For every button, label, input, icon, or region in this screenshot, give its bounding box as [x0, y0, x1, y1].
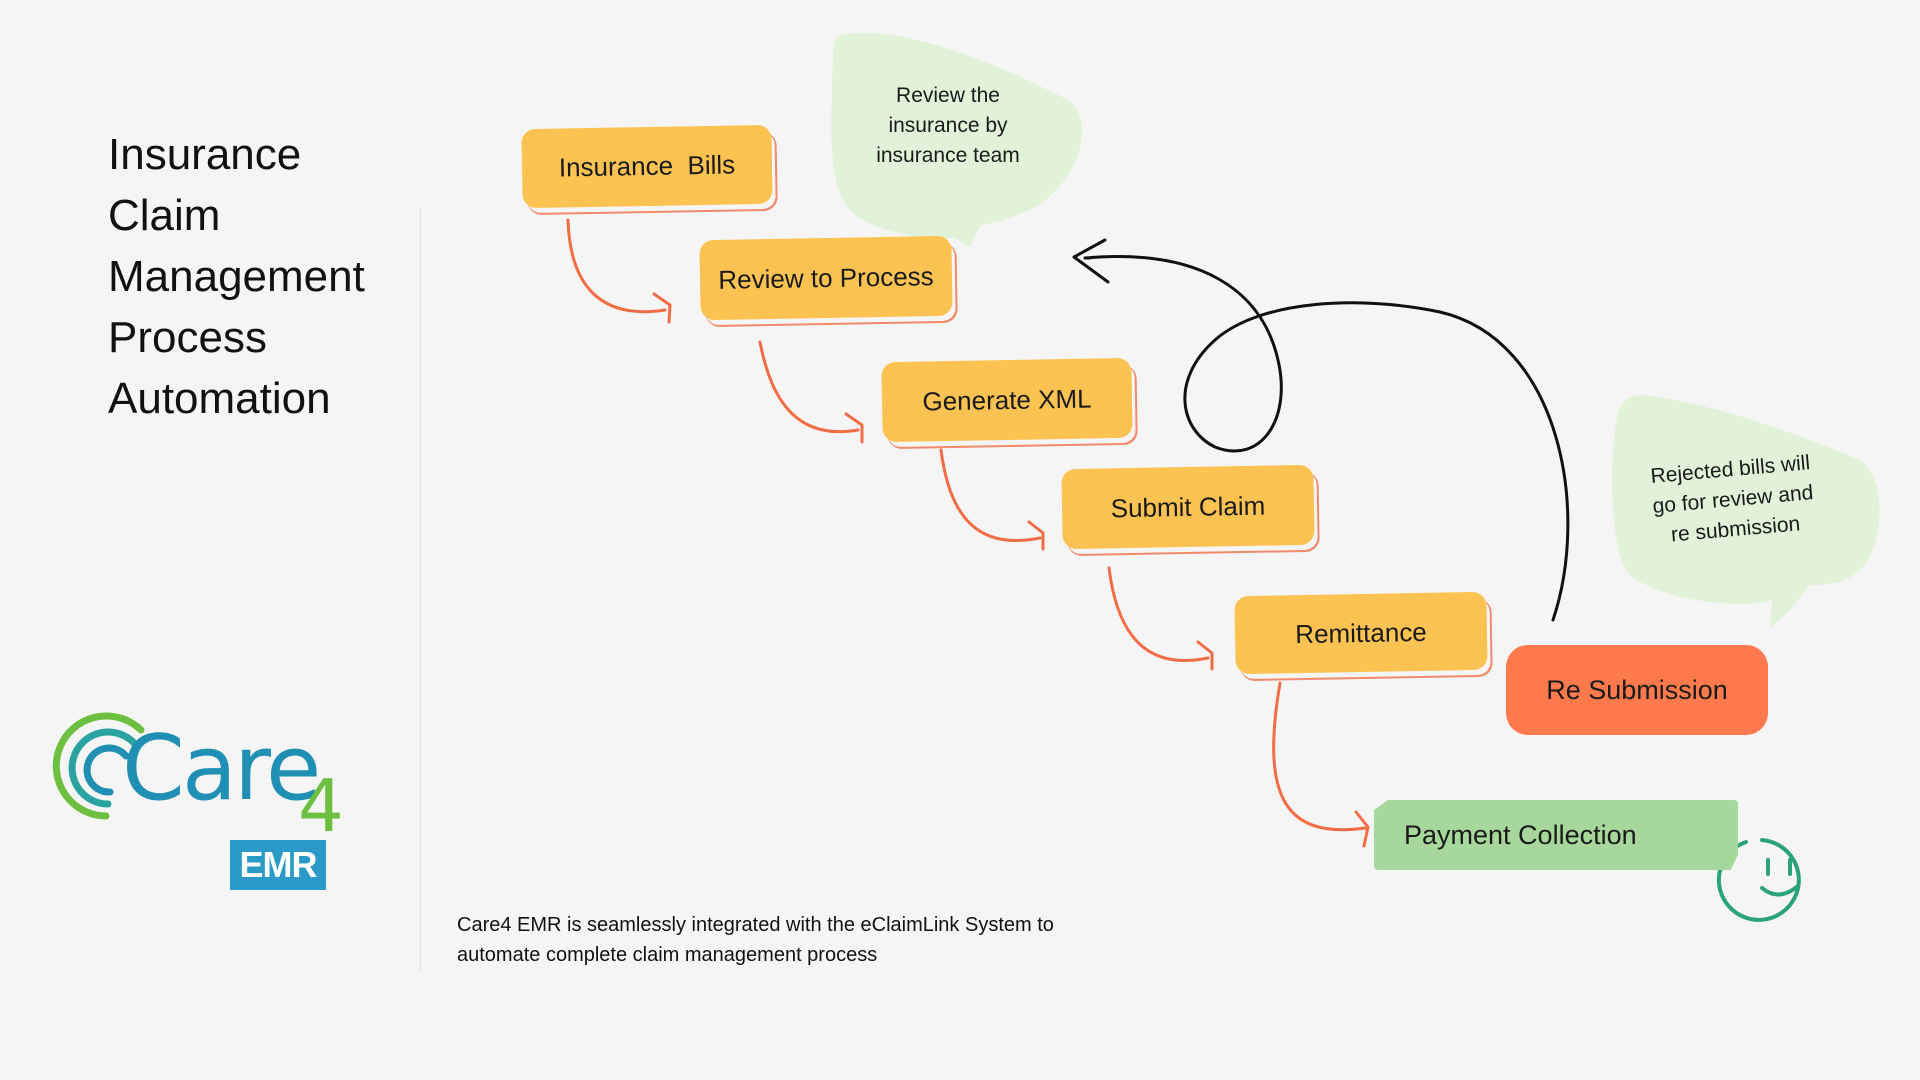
step-label: Generate XML [922, 383, 1092, 416]
bubble-line: insurance by [888, 114, 1008, 137]
arrow-xml-to-submit [939, 448, 1042, 543]
title-line: Claim [108, 191, 221, 240]
step-review-to-process[interactable]: Review to Process [699, 235, 953, 321]
step-label: Insurance Bills [558, 149, 736, 183]
step-label: Re Submission [1546, 674, 1728, 705]
logo-care-text: Care [122, 716, 321, 821]
vertical-divider [420, 208, 421, 973]
title-line: Insurance [108, 130, 302, 179]
arrow-submit-to-remittance [1107, 566, 1210, 663]
page-title: Insurance Claim Management Process Autom… [108, 124, 365, 429]
step-label: Review to Process [718, 260, 934, 295]
step-insurance-bills[interactable]: Insurance Bills [521, 124, 773, 209]
step-label: Remittance [1294, 616, 1427, 649]
arrow-head [1196, 640, 1214, 671]
resubmission-loop-arrow [1083, 255, 1570, 622]
arrow-bills-to-review [566, 218, 667, 314]
bubble-text-review: Review the insurance by insurance team [848, 81, 1048, 171]
arrow-head [652, 292, 672, 324]
bubble-line: Review the [896, 84, 1000, 107]
bubble-line: insurance team [876, 144, 1020, 167]
step-label: Submit Claim [1110, 490, 1266, 523]
step-re-submission[interactable]: Re Submission [1506, 645, 1768, 735]
step-generate-xml[interactable]: Generate XML [881, 357, 1133, 443]
arrow-head [1354, 810, 1370, 848]
arrow-review-to-xml [758, 340, 860, 434]
care4-logo: Care 4 EMR [46, 708, 356, 894]
step-remittance[interactable]: Remittance [1234, 591, 1488, 675]
arrow-head [844, 412, 864, 444]
arrow-head [1072, 238, 1110, 284]
step-label: Payment Collection [1404, 819, 1637, 850]
logo-emr-badge: EMR [230, 840, 326, 890]
arrow-remittance-to-payment [1272, 681, 1367, 832]
logo-rings-icon [52, 712, 145, 820]
speech-bubble-rejected [1612, 395, 1880, 628]
bubble-text-rejected: Rejected bills will go for review and re… [1624, 446, 1841, 554]
step-payment-collection[interactable]: Payment Collection [1374, 800, 1738, 870]
logo-four-text: 4 [298, 764, 344, 848]
title-line: Process [108, 313, 267, 362]
title-line: Automation [108, 374, 331, 423]
footnote: Care4 EMR is seamlessly integrated with … [457, 914, 1054, 966]
title-line: Management [108, 252, 365, 301]
speech-bubble-review [831, 32, 1083, 247]
arrow-head [1027, 520, 1045, 551]
step-submit-claim[interactable]: Submit Claim [1061, 464, 1315, 550]
